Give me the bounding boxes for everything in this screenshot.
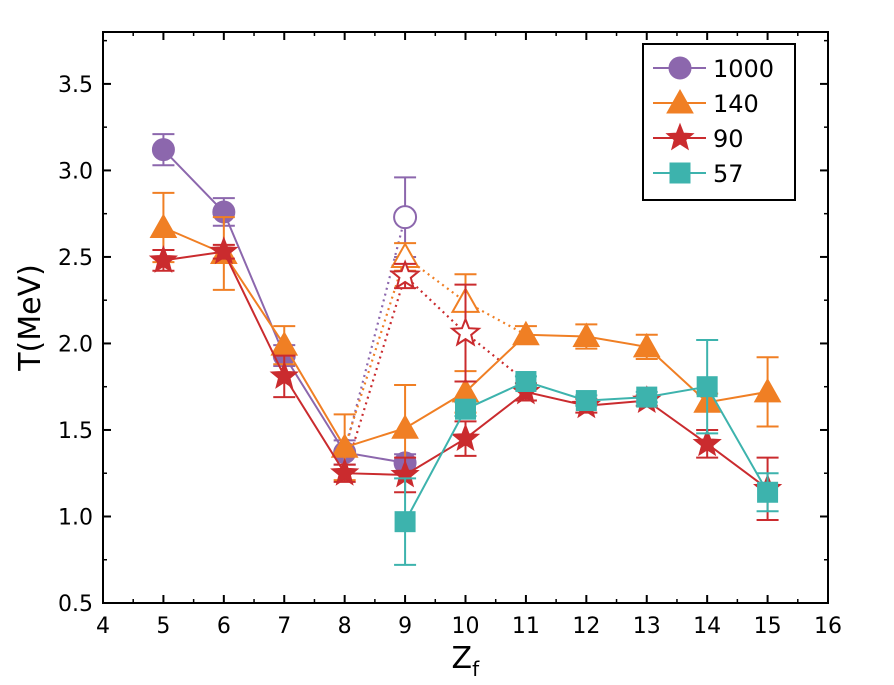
x-tick-label: 15 [754, 614, 782, 639]
data-point-90 [269, 360, 299, 389]
data-point-90 [450, 423, 481, 452]
y-tick-label: 1.5 [58, 419, 93, 444]
y-tick-label: 2.0 [58, 332, 93, 357]
legend-item-1000: 1000 [653, 55, 774, 83]
y-tick-label: 0.5 [58, 592, 93, 617]
open-data-point-90 [449, 316, 482, 347]
data-point-57 [757, 481, 779, 503]
data-point-57 [575, 390, 597, 412]
dotted-links [343, 216, 527, 474]
series-140 [149, 191, 782, 482]
x-axis-title: Zf [452, 641, 481, 681]
x-tick-label: 14 [693, 614, 721, 639]
legend-label-57: 57 [713, 160, 744, 188]
data-point-140 [512, 320, 540, 346]
series-57 [394, 338, 779, 566]
legend-label-90: 90 [713, 125, 744, 153]
x-tick-label: 7 [277, 614, 291, 639]
x-tick-label: 6 [217, 614, 231, 639]
data-point-140 [149, 213, 178, 239]
x-tick-label: 13 [633, 614, 661, 639]
legend-item-57: 57 [653, 160, 744, 188]
legend-item-140: 140 [653, 88, 759, 118]
open-data-point-1000 [393, 205, 418, 230]
x-tick-label: 12 [572, 614, 600, 639]
x-tick-label: 16 [814, 614, 842, 639]
x-tick-label: 9 [398, 614, 412, 639]
legend-marker-57 [669, 162, 691, 184]
legend: 1000 140 90 57 [642, 43, 796, 201]
data-point-57 [696, 376, 718, 398]
series-1000 [151, 133, 418, 475]
data-point-57 [394, 511, 416, 533]
data-point-90 [330, 457, 360, 486]
series-layer [148, 133, 783, 566]
data-point-140 [572, 322, 601, 348]
open-data-point-90 [389, 259, 422, 290]
y-tick-label: 3.0 [58, 159, 93, 184]
legend-marker-140 [666, 88, 694, 114]
y-tick-label: 2.5 [58, 246, 93, 271]
x-tick-label: 8 [338, 614, 352, 639]
legend-marker-1000 [668, 56, 692, 80]
x-tick-label: 11 [512, 614, 540, 639]
data-point-140 [632, 332, 661, 358]
x-tick-label: 10 [452, 614, 480, 639]
y-tick-label: 1.0 [58, 505, 93, 530]
x-tick-label: 5 [156, 614, 170, 639]
data-point-90 [209, 236, 239, 265]
data-point-140 [330, 433, 359, 458]
data-point-90 [692, 428, 722, 457]
axis-ticks: 4 5 6 7 8 9 10 11 12 13 14 15 16 0.5 1.0 1.5 2.0 2.5 3.0 3.… [58, 32, 842, 639]
data-point-57 [636, 386, 658, 408]
y-tick-label: 3.5 [58, 73, 93, 98]
x-axis-title-main: Z [452, 641, 473, 676]
series-90 [148, 236, 783, 521]
data-point-140 [391, 414, 419, 439]
y-axis-title: T(MeV) [13, 264, 48, 372]
legend-marker-90 [665, 122, 695, 151]
legend-item-90: 90 [653, 122, 744, 153]
dotted-link-90 [343, 273, 527, 474]
x-axis-title-subscript: f [472, 657, 480, 681]
data-point-140 [753, 377, 782, 403]
data-point-57 [515, 371, 537, 393]
x-tick-label: 4 [96, 614, 110, 639]
data-point-90 [148, 245, 179, 273]
data-point-1000 [151, 138, 175, 162]
dotted-link-140 [343, 255, 527, 448]
legend-label-1000: 1000 [713, 55, 774, 83]
series-line-1000 [162, 149, 406, 464]
data-point-57 [455, 398, 476, 420]
dotted-link-1000 [343, 216, 407, 453]
legend-label-140: 140 [713, 90, 759, 118]
